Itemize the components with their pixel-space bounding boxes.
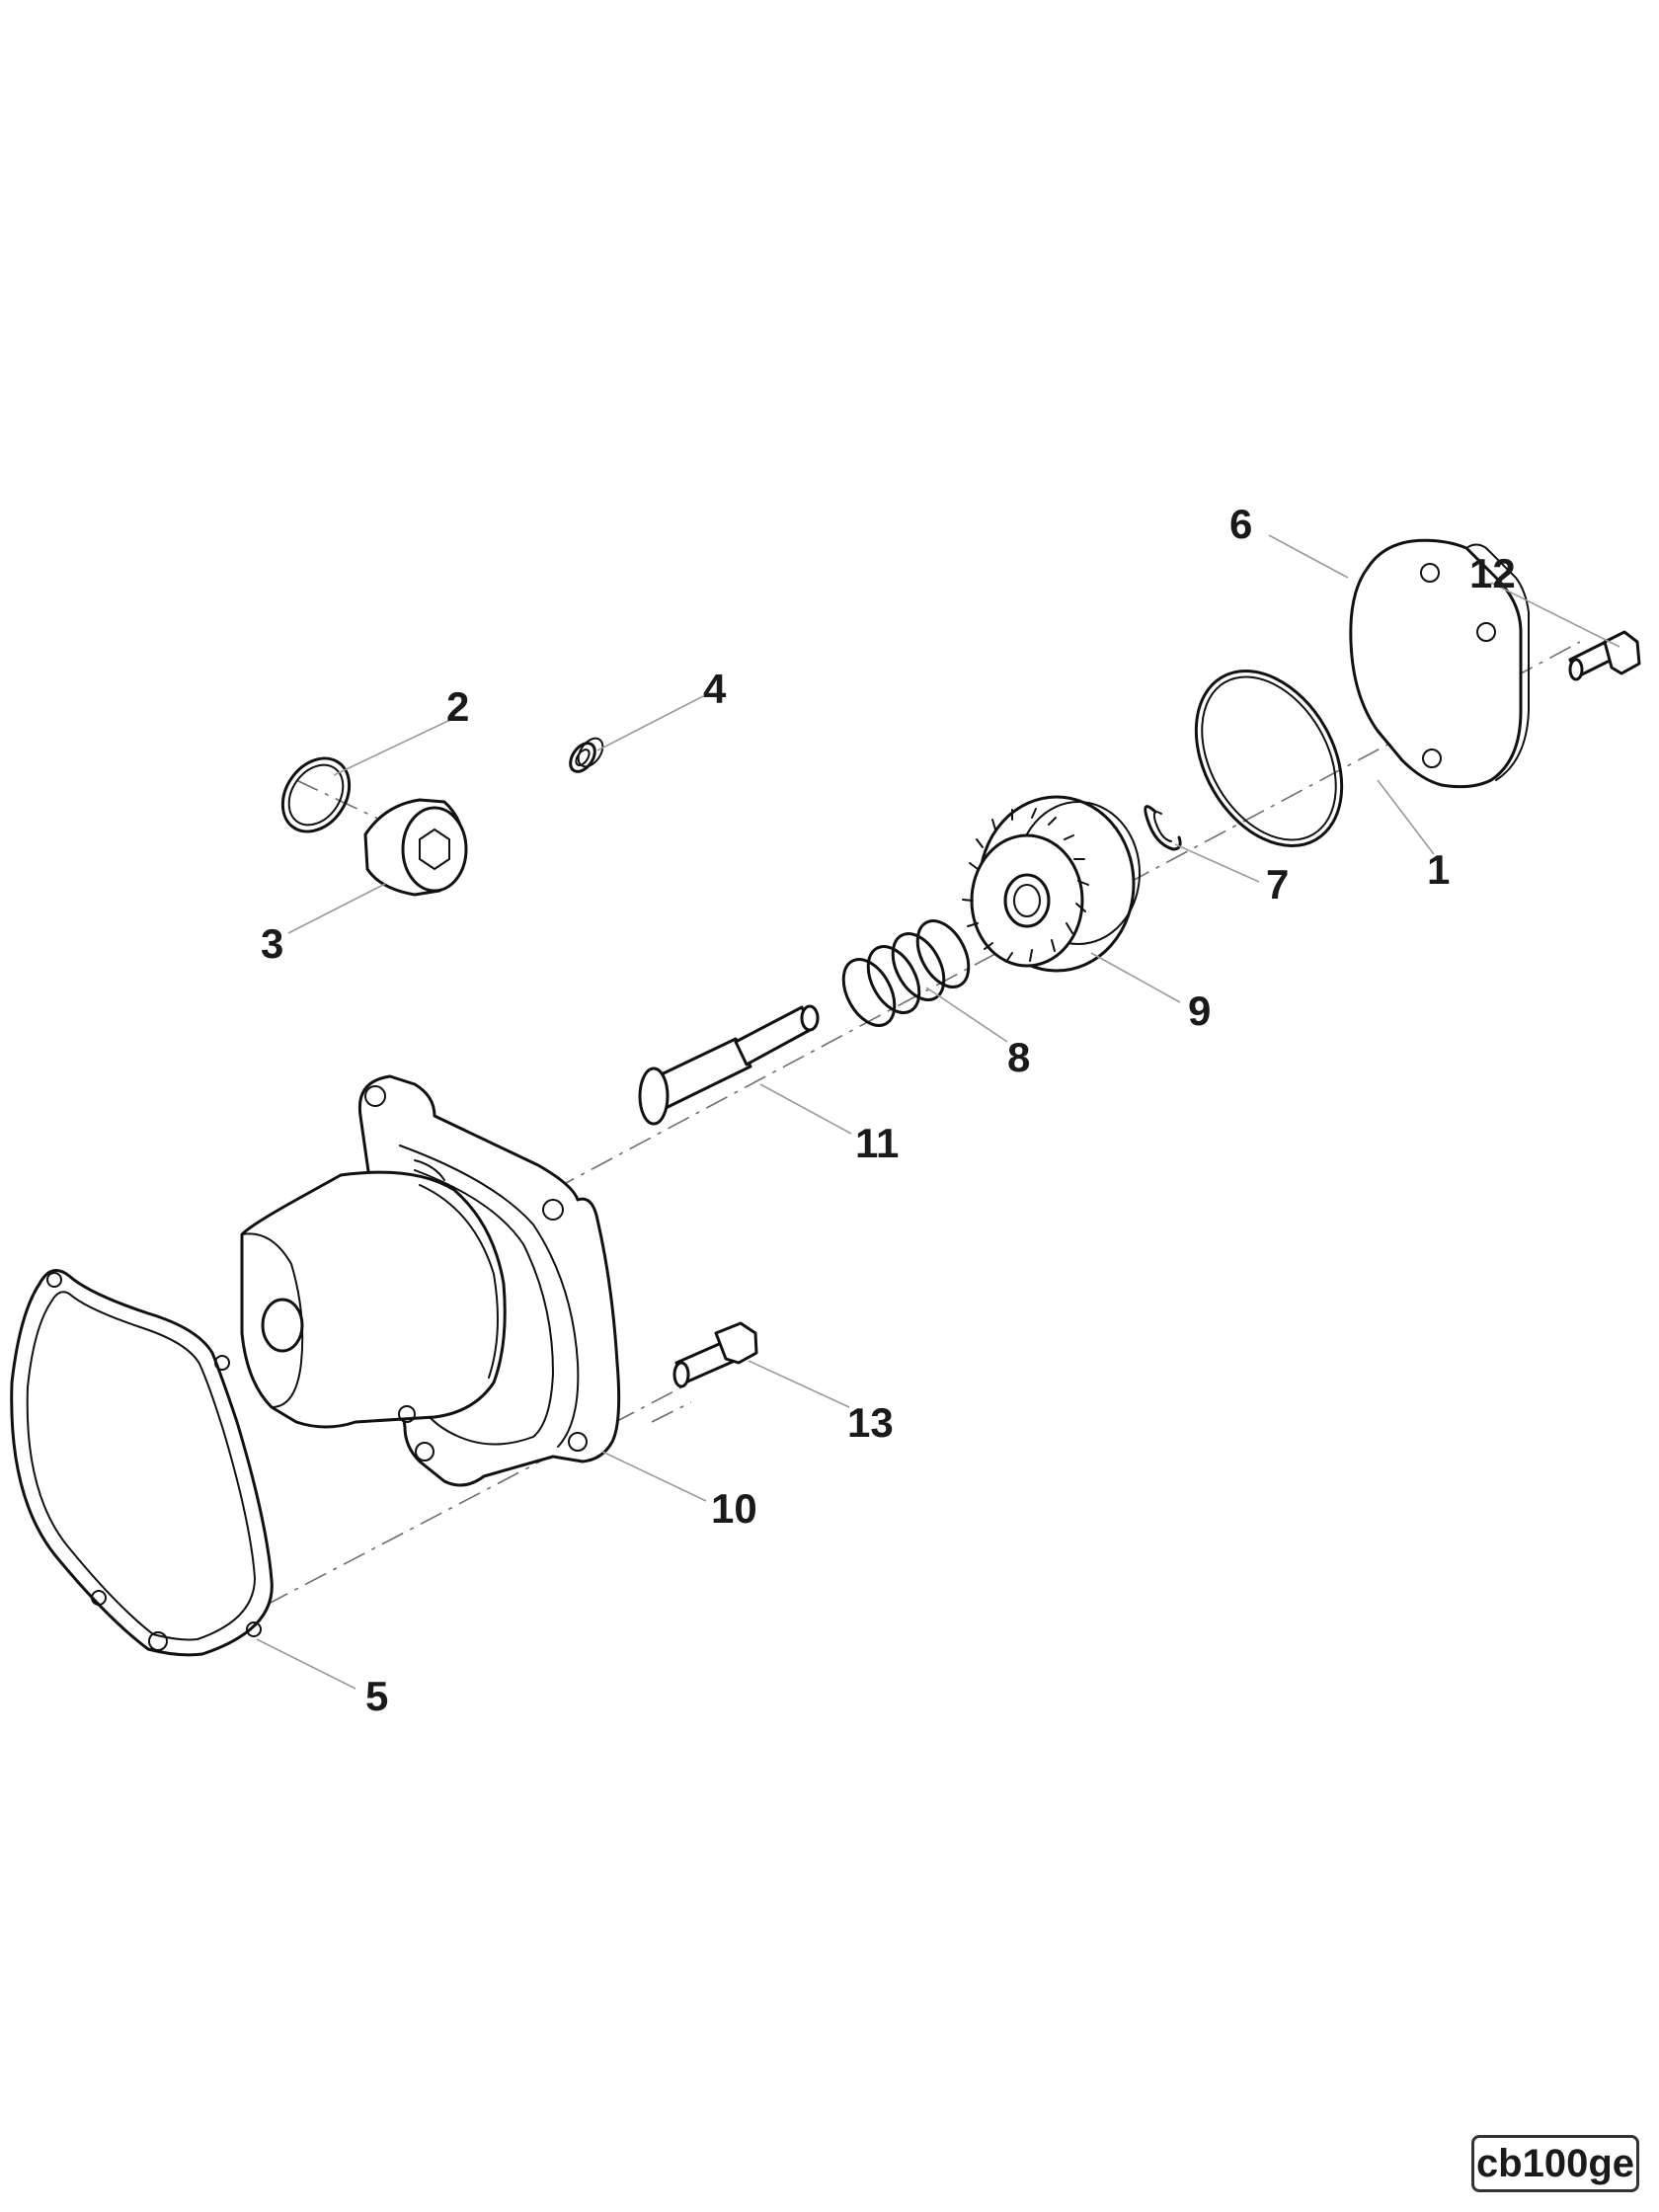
callout-2: 2 bbox=[446, 683, 469, 730]
callout-8: 8 bbox=[1007, 1034, 1030, 1080]
part-1-o-ring bbox=[1194, 670, 1344, 847]
callout-11: 11 bbox=[855, 1120, 899, 1166]
part-13-screw bbox=[672, 1321, 758, 1388]
drawing-code: cb100ge bbox=[1471, 2135, 1639, 2192]
callout-9: 9 bbox=[1188, 988, 1211, 1034]
part-7-circlip bbox=[1144, 805, 1182, 851]
part-6-cover bbox=[1349, 538, 1530, 789]
part-3-plug bbox=[363, 798, 468, 897]
callout-labels: 1 2 3 4 5 6 7 8 9 10 11 12 13 bbox=[261, 501, 1516, 1719]
callout-1: 1 bbox=[1427, 846, 1450, 893]
part-9-gear bbox=[962, 795, 1141, 973]
callout-4: 4 bbox=[703, 666, 727, 712]
part-11-shaft bbox=[638, 1004, 820, 1126]
part-4-nut bbox=[569, 737, 604, 773]
part-2-o-ring bbox=[280, 756, 352, 833]
callout-10: 10 bbox=[711, 1485, 757, 1532]
leader-lines bbox=[256, 534, 1620, 1690]
part-8-spring bbox=[841, 919, 971, 1027]
callout-12: 12 bbox=[1469, 550, 1516, 596]
part-10-housing bbox=[240, 1074, 621, 1487]
callout-5: 5 bbox=[365, 1673, 388, 1719]
callout-13: 13 bbox=[847, 1399, 894, 1446]
part-5-gasket bbox=[10, 1269, 274, 1657]
callout-7: 7 bbox=[1266, 861, 1289, 908]
part-12-screw bbox=[1568, 630, 1641, 681]
callout-6: 6 bbox=[1229, 501, 1252, 547]
callout-3: 3 bbox=[261, 920, 283, 967]
